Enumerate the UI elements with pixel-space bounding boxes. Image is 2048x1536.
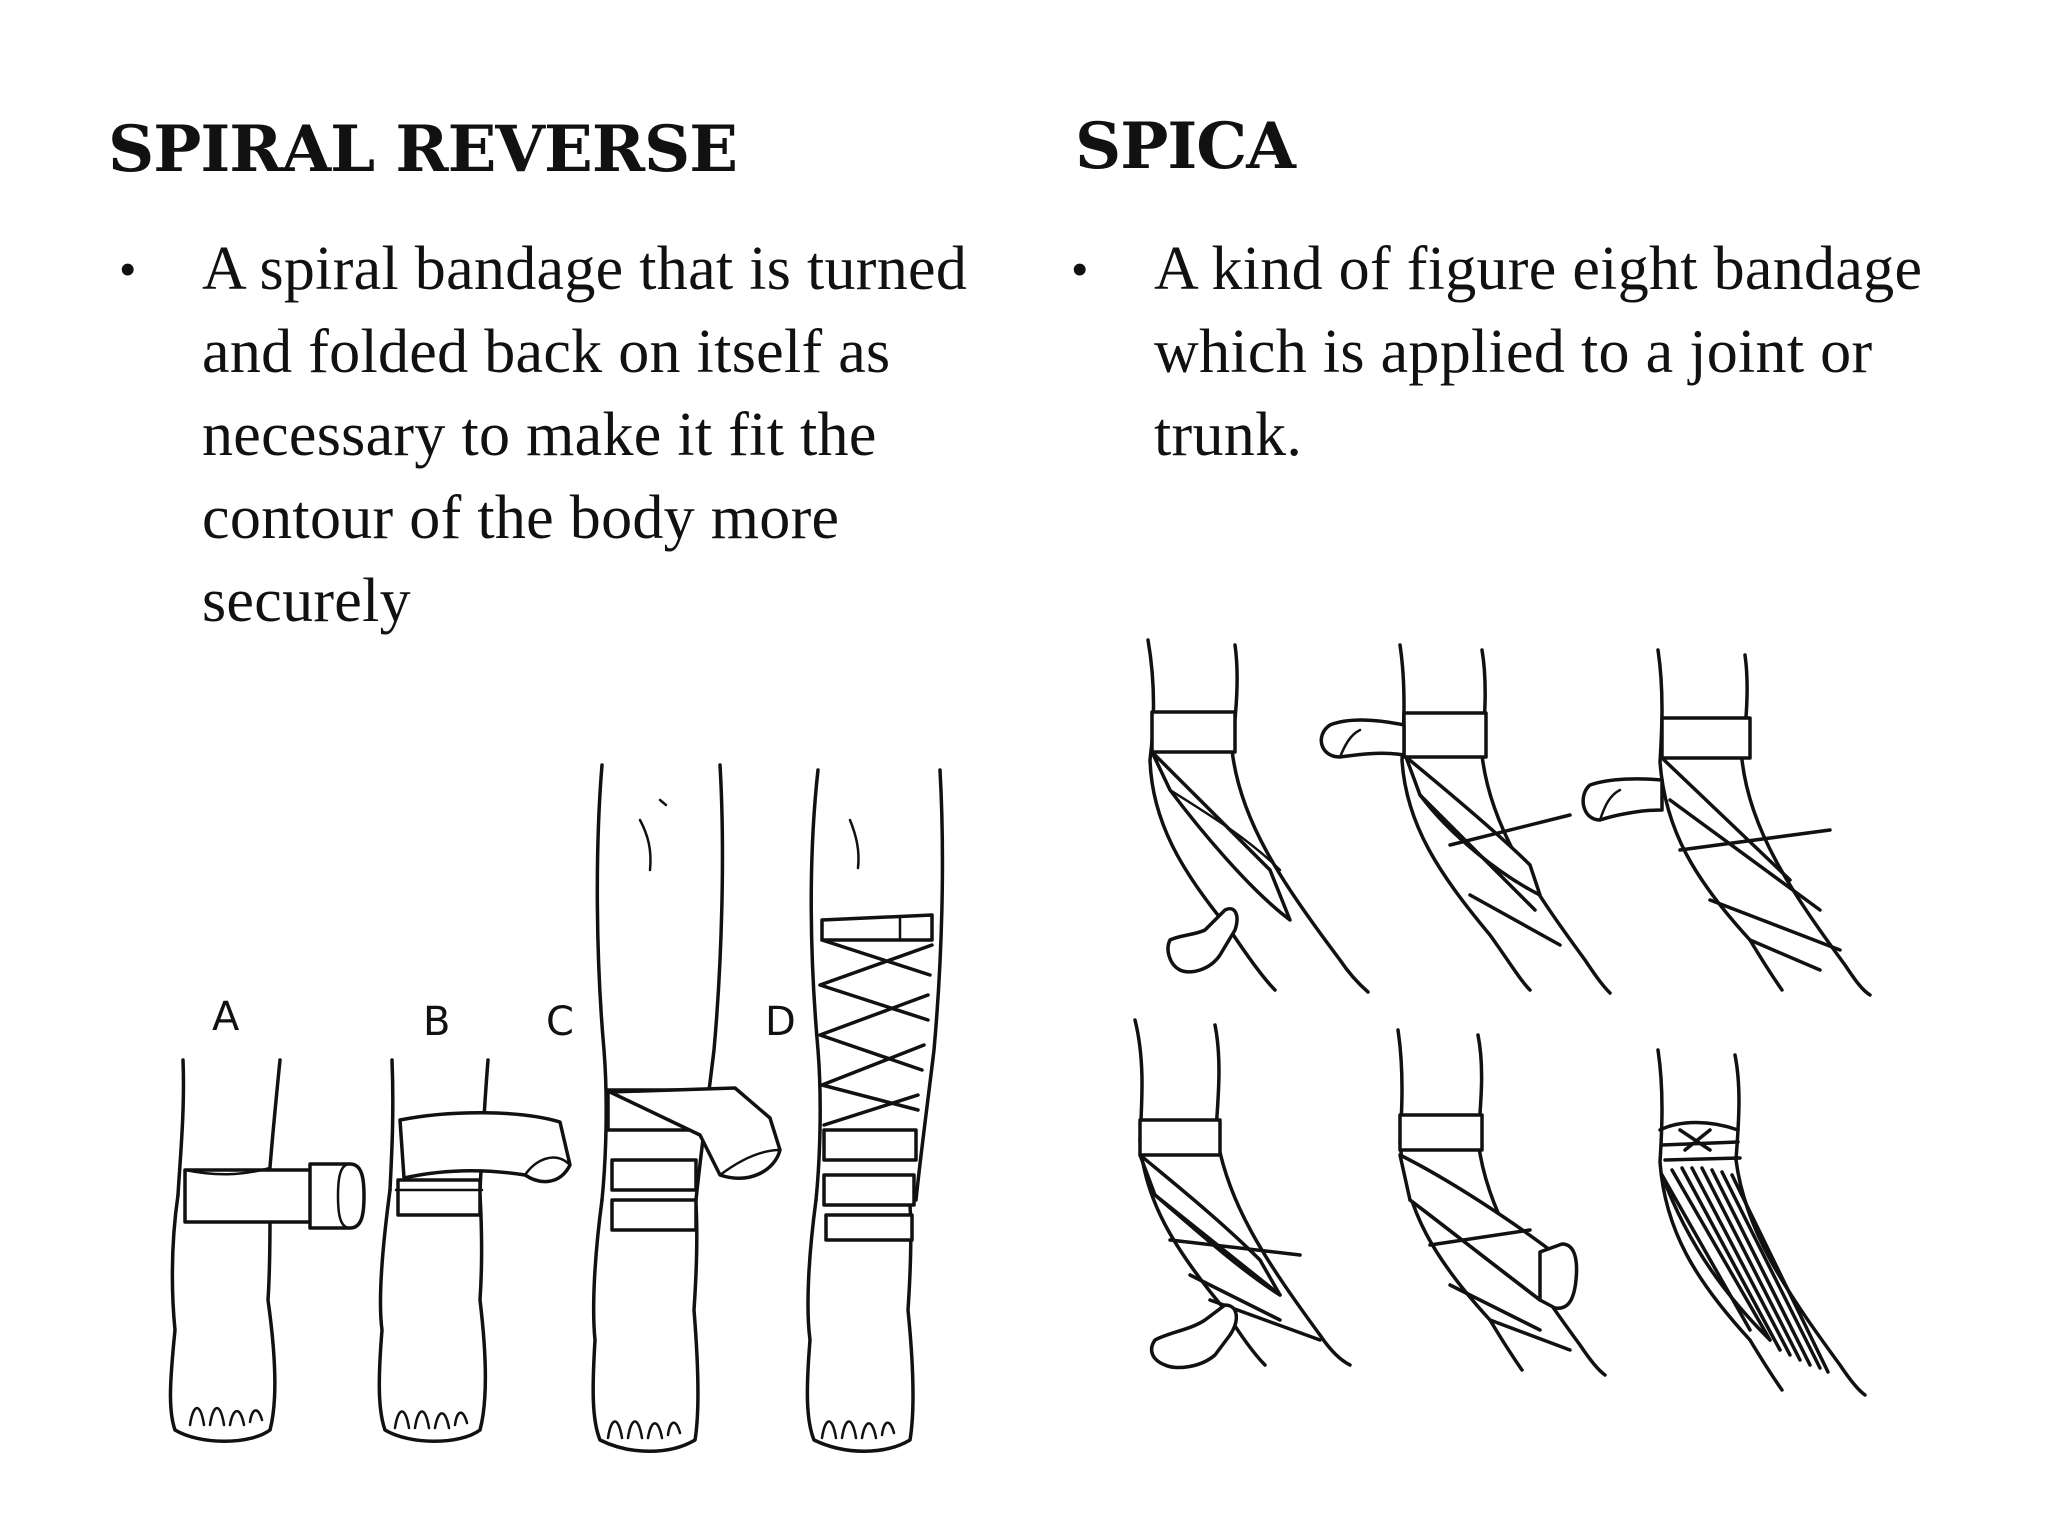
figure-label-d: D — [765, 999, 796, 1045]
leg-illustration-d — [805, 768, 945, 1453]
leg-illustration-b — [377, 1058, 572, 1443]
spica-step-3 — [1581, 648, 1872, 997]
figure-label-a: A — [212, 994, 240, 1040]
leg-illustration-c — [591, 763, 782, 1453]
spica-step-5 — [1396, 1028, 1607, 1377]
spica-step-2 — [1319, 643, 1612, 995]
figure-label-c: C — [546, 999, 574, 1045]
spiral-reverse-heading: SPIRAL REVERSE — [108, 112, 738, 187]
spica-step-1 — [1146, 638, 1370, 994]
bullet-marker: • — [120, 245, 136, 294]
figure-label-b: B — [423, 999, 450, 1045]
spica-bullet: • A kind of figure eight bandage which i… — [1072, 228, 1952, 477]
spiral-reverse-bullet: • A spiral bandage that is turned and fo… — [120, 228, 1020, 643]
leg-illustration-a — [168, 1058, 366, 1443]
spica-step-6 — [1656, 1048, 1867, 1397]
bullet-marker: • — [1072, 245, 1088, 294]
spiral-reverse-description: A spiral bandage that is turned and fold… — [202, 235, 968, 635]
spica-description: A kind of figure eight bandage which is … — [1154, 235, 1923, 469]
figure-labels: A B C D — [212, 994, 796, 1045]
spica-step-4 — [1133, 1018, 1352, 1370]
spica-heading: SPICA — [1075, 109, 1296, 184]
